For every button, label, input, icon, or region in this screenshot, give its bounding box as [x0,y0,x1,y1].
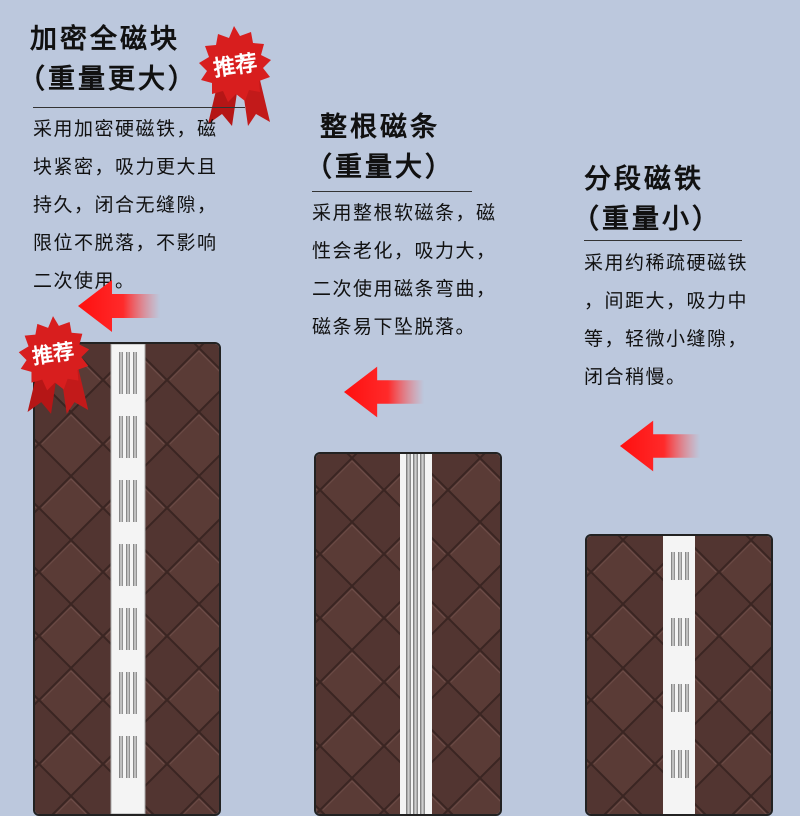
col2-desc-line: 性会老化，吸力大， [312,240,497,262]
col3-desc-line: 采用约稀疏硬磁铁 [584,252,749,274]
col1-title: 加密全磁块 [30,24,180,55]
col2-rule [312,191,472,192]
rosette-icon [199,26,271,126]
col2-desc-line: 磁条易下坠脱落。 [312,316,477,338]
col2-arrow-icon [344,362,424,422]
col1-desc-line: 采用加密硬磁铁，磁 [33,118,218,140]
full-strip-curtain [314,452,502,816]
col3-desc-line: 闭合稍慢。 [584,366,687,388]
col3-description: 采用约稀疏硬磁铁 ，间距大，吸力中 等，轻微小缝隙， 闭合稍慢。 [584,244,748,396]
col1-desc-line: 块紧密，吸力更大且 [33,156,218,178]
dense-magnet-curtain [33,342,221,816]
col2-desc-line: 采用整根软磁条，磁 [312,202,497,224]
recommend-badge-curtain: 推荐 [8,314,98,416]
recommend-badge-top: 推荐 [188,24,280,128]
col2-title: 整根磁条 [320,112,440,143]
col3-desc-line: 等，轻微小缝隙， [584,328,749,350]
col1-arrow-icon [78,276,160,336]
sparse-segment-curtain [585,534,773,816]
col1-desc-line: 限位不脱落，不影响 [33,232,218,254]
rosette-icon [18,316,90,414]
col2-desc-line: 二次使用磁条弯曲， [312,278,497,300]
col1-description: 采用加密硬磁铁，磁 块紧密，吸力更大且 持久，闭合无缝隙， 限位不脱落，不影响 … [33,110,218,300]
col3-arrow-icon [620,416,700,476]
col3-title: 分段磁铁 [584,164,704,195]
col1-rule [33,107,245,108]
col2-subtitle: （重量大） [305,152,455,183]
col3-subtitle: （重量小） [572,204,722,235]
col3-desc-line: ，间距大，吸力中 [584,290,749,312]
col2-description: 采用整根软磁条，磁 性会老化，吸力大， 二次使用磁条弯曲， 磁条易下坠脱落。 [312,194,497,346]
col1-subtitle: （重量更大） [18,64,198,95]
col3-rule [584,240,742,241]
col1-desc-line: 持久，闭合无缝隙， [33,194,218,216]
